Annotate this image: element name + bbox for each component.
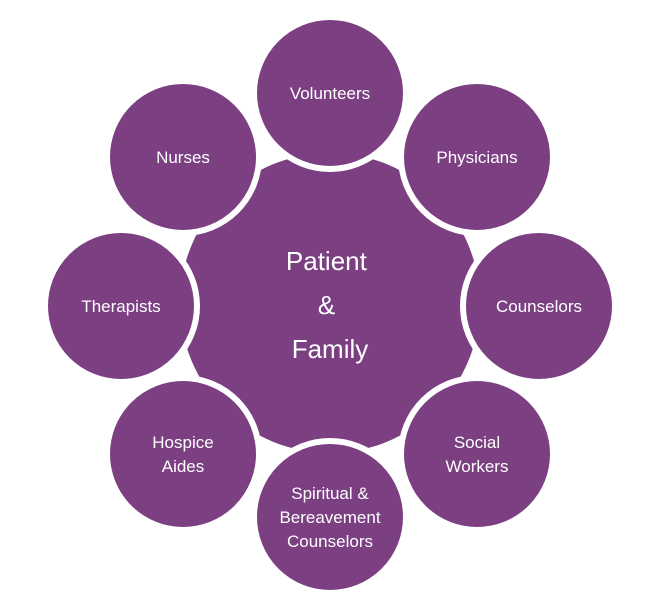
node-label-line: Aides [162,457,205,476]
node-label-line: Nurses [156,148,210,167]
node-label: Physicians [436,148,517,167]
node-label: Counselors [496,297,582,316]
center-label: Patient & Family [286,246,374,364]
node-label-line: Hospice [152,433,213,452]
node-label: Volunteers [290,84,370,103]
node-label-line: Counselors [496,297,582,316]
node-circle [104,78,262,236]
center-label-line-3: Family [292,334,369,364]
node-circle [251,438,409,595]
node-circle [398,375,556,533]
node-circle [42,227,200,385]
node-nurses: Nurses [104,78,262,236]
node-counselors: Counselors [460,227,618,385]
node-label-line: Bereavement [279,508,380,527]
node-circle [460,227,618,385]
node-label: Nurses [156,148,210,167]
center-circle [180,153,480,453]
center-label-line-1: Patient [286,246,368,276]
center-label-line-2: & [318,290,335,320]
node-label-line: Workers [446,457,509,476]
node-label-line: Spiritual & [291,484,369,503]
node-label-line: Counselors [287,532,373,551]
node-circle [104,375,262,533]
node-volunteers: Volunteers [251,14,409,172]
node-circle [251,14,409,172]
node-therapists: Therapists [42,227,200,385]
node-label-line: Volunteers [290,84,370,103]
node-physicians: Physicians [398,78,556,236]
node-label-line: Therapists [81,297,160,316]
node-circle [398,78,556,236]
node-label-line: Social [454,433,500,452]
node-label-line: Physicians [436,148,517,167]
center-node: Patient & Family [180,153,480,453]
node-label: Therapists [81,297,160,316]
